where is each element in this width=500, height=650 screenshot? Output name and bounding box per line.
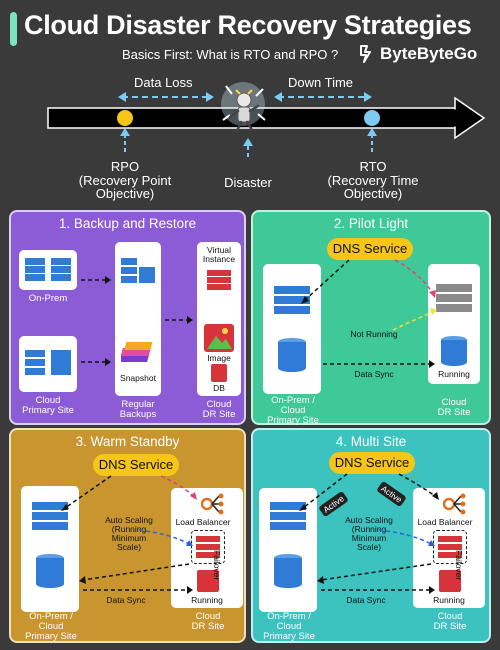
rpo-dot (117, 110, 133, 126)
page-title: Cloud Disaster Recovery Strategies (24, 10, 472, 40)
server-icon (207, 270, 231, 290)
image-label: Image (207, 353, 231, 363)
title-banner: Cloud Disaster Recovery Strategies (4, 4, 496, 48)
load-balancer-label: Load Balancer (175, 517, 231, 527)
brand-name: ByteByteGo (380, 44, 478, 63)
not-running-label: Not Running (350, 329, 398, 339)
database-icon (197, 570, 219, 592)
db-label: DB (213, 383, 225, 393)
page-subtitle: Basics First: What is RTO and RPO ? (122, 47, 339, 62)
database-icon (441, 336, 467, 366)
server-icon (196, 536, 220, 558)
server-icon (25, 258, 71, 281)
cloud-dr-card: Running (428, 264, 480, 384)
timeline-graphic (47, 82, 486, 157)
rto-dot (364, 110, 380, 126)
running-label: Running (191, 595, 223, 605)
data-sync-label: Data Sync (354, 369, 394, 379)
panel-title: 3. Warm Standby (75, 434, 180, 449)
data-loss-label: Data Loss (134, 75, 193, 90)
database-icon (274, 554, 302, 588)
panel-warm-standby: 3. Warm Standby DNS Service On-Prem /Clo… (9, 428, 246, 643)
timeline-arrowhead (454, 96, 486, 140)
data-sync-label: Data Sync (346, 595, 386, 605)
data-sync-label: Data Sync (106, 595, 146, 605)
dns-service-badge: DNS Service (93, 454, 179, 476)
primary-site-card (263, 264, 321, 394)
database-icon (278, 338, 306, 372)
cloud-dr-card: Load Balancer Running Failover (413, 488, 485, 608)
disaster-figure-icon (221, 82, 266, 133)
server-icon (270, 502, 306, 530)
dns-service-badge: DNS Service (327, 238, 413, 260)
load-balancer-icon (443, 493, 466, 515)
on-prem-label: On-Prem (28, 293, 68, 304)
regular-backups-card: Snapshot (115, 242, 161, 396)
server-icon (32, 502, 68, 530)
panel-title: 1. Backup and Restore (58, 216, 197, 231)
dns-service-badge: DNS Service (329, 452, 415, 474)
load-balancer-icon (201, 493, 224, 515)
pilot-arrows (301, 259, 437, 368)
warm-arrows (61, 475, 197, 594)
running-label: Running (433, 595, 465, 605)
server-icon (438, 536, 462, 558)
image-icon (204, 324, 234, 352)
cloud-primary-card (19, 336, 77, 392)
panel-title: 2. Pilot Light (333, 216, 409, 231)
server-icon (436, 284, 472, 312)
backup-arrows (81, 276, 193, 366)
panel-title: 4. Multi Site (335, 434, 407, 449)
disaster-label: Disaster (224, 175, 272, 190)
database-icon (439, 570, 461, 592)
panel-multi-site: 4. Multi Site DNS Service On-Prem /Cloud… (251, 428, 491, 643)
auto-scaling-group (433, 530, 467, 564)
snapshot-icon (121, 342, 153, 362)
server-icon (121, 258, 155, 283)
auto-scaling-group (191, 530, 225, 564)
primary-site-card (259, 488, 317, 612)
server-icon (274, 286, 310, 314)
panel-pilot-light: 2. Pilot Light DNS Service On-Prem /Clou… (251, 210, 491, 425)
cloud-dr-card: Load Balancer Running Failover (171, 488, 243, 608)
title-accent-bar (10, 12, 17, 46)
server-icon (25, 350, 71, 375)
load-balancer-label: Load Balancer (417, 517, 473, 527)
database-icon (36, 554, 64, 588)
running-label: Running (438, 369, 470, 379)
brand-logo-icon (358, 44, 378, 64)
database-icon (211, 364, 227, 382)
down-time-label: Down Time (288, 75, 354, 90)
multi-arrows (299, 473, 439, 594)
on-prem-card (19, 250, 77, 290)
snapshot-label: Snapshot (120, 373, 156, 383)
primary-site-card (21, 486, 79, 612)
